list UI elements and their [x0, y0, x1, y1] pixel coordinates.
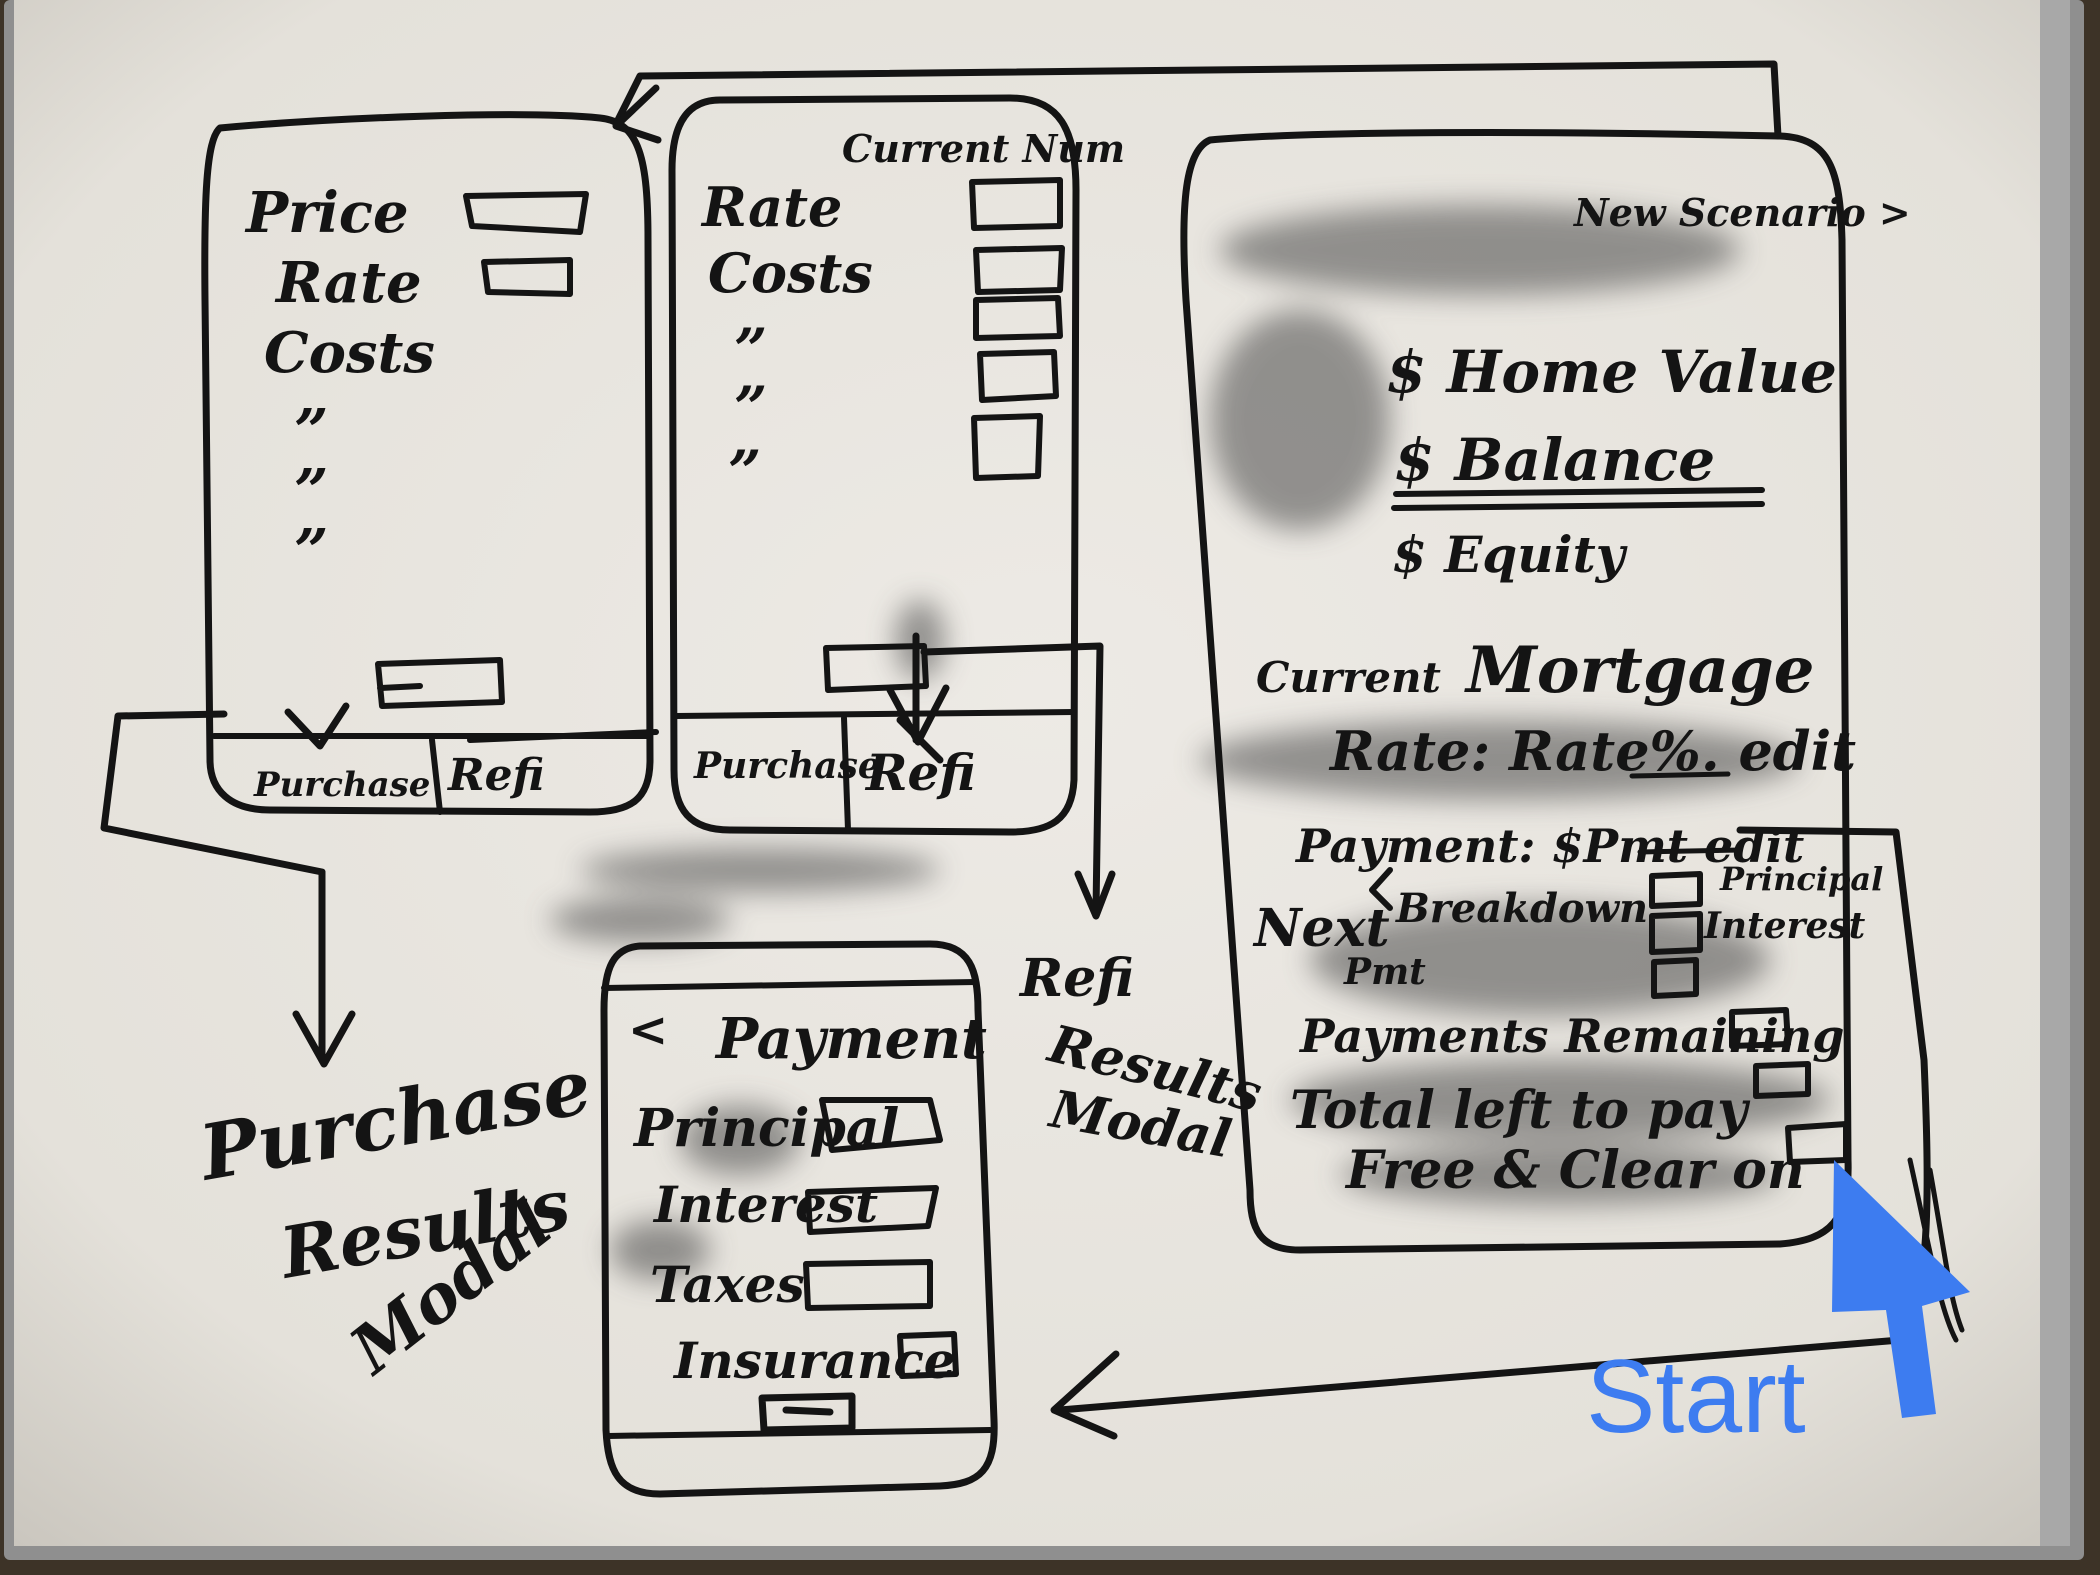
refi-input-1 [969, 177, 1063, 231]
balance-underline [1393, 487, 1765, 497]
total-left-value [1753, 1061, 1811, 1099]
rate-edit-underline [1629, 771, 1731, 779]
rate-row: Rate: Rate%. edit [1328, 719, 1856, 783]
refi-input-4 [977, 349, 1059, 403]
payment-modal-back: < [628, 1002, 668, 1058]
payment-modal-button [758, 1392, 856, 1434]
payment-interest-input [805, 1185, 939, 1235]
payment-modal-title: Payment [714, 1006, 987, 1072]
refi-flow-arrow [920, 642, 1116, 920]
purchase-price-input [463, 191, 589, 235]
scenario-return-arrow [612, 60, 1782, 144]
payment-expand-chevron [1369, 867, 1393, 911]
refi-field-rate: Rate [700, 175, 842, 239]
home-value-label: $ Home Value [1386, 338, 1837, 406]
new-scenario-link: New Scenario > [1573, 190, 1911, 235]
purchase-field-price: Price [244, 180, 409, 246]
refi-form-sketch: Current Num Rate Costs ” ” ” Purchase Re… [668, 94, 1125, 836]
principal-checkbox [1649, 871, 1703, 909]
payment-field-insurance: Insurance [672, 1331, 956, 1390]
refi-input-5 [971, 413, 1043, 481]
payment-taxes-input [803, 1259, 933, 1311]
equity-label: $ Equity [1392, 525, 1628, 584]
purchase-ditto-1: ” [294, 397, 329, 467]
dashboard-sketch: New Scenario > $ Home Value $ Balance $ … [1180, 129, 1911, 1254]
total-left-label: Total left to pay [1290, 1080, 1751, 1141]
purchase-field-rate: Rate [274, 250, 422, 316]
purchase-flow-arrow [100, 710, 356, 1068]
refi-tab-purchase: Purchase [693, 745, 881, 787]
refi-tabbar-divider [673, 709, 1077, 719]
start-indicator: Start [1586, 1160, 1970, 1455]
payment-modal-footer-line [605, 1427, 993, 1439]
balance-label: $ Balance [1394, 426, 1715, 494]
payments-remaining-value [1729, 1007, 1791, 1049]
breakdown-checkbox-3 [1651, 957, 1699, 999]
refi-ditto-1: ” [734, 316, 767, 384]
purchase-tab-divider [429, 737, 443, 815]
payment-row: Payment: $Pmt edit [1294, 819, 1804, 873]
payment-edit-underline [1637, 847, 1743, 855]
interest-checkbox [1649, 911, 1703, 955]
current-mortgage-label: Current [1256, 653, 1441, 702]
payment-field-interest: Interest [652, 1175, 878, 1234]
payment-insurance-input [897, 1331, 959, 1379]
refi-tab-divider [841, 715, 851, 833]
purchase-ditto-2: ” [294, 457, 329, 527]
purchase-rate-input [481, 257, 573, 297]
refi-header-current-num: Current Num [842, 126, 1125, 171]
equity-divider [1391, 501, 1765, 511]
free-clear-label: Free & Clear on [1344, 1140, 1805, 1201]
payments-remaining-label: Payments Remaining [1298, 1009, 1844, 1063]
payment-modal-header-line [601, 979, 979, 991]
start-label: Start [1586, 1339, 1806, 1455]
refi-down-arrow [886, 632, 950, 764]
purchase-tab-refi: Refi [446, 750, 545, 801]
purchase-tab-purchase: Purchase [253, 765, 430, 805]
purchase-down-chevron [284, 702, 350, 750]
refi-field-costs: Costs [708, 241, 873, 305]
refi-input-3 [973, 295, 1063, 341]
purchase-form-sketch: Price Rate Costs ” ” ” Purchase Refi [201, 111, 659, 816]
principal-label: Principal [1719, 860, 1883, 898]
purchase-ditto-3: ” [294, 517, 329, 587]
refi-submit-button [823, 643, 929, 693]
payment-field-taxes: Taxes [650, 1255, 805, 1314]
refi-ditto-3: ” [728, 438, 761, 506]
breakdown-label: Breakdown [1395, 885, 1648, 932]
payment-modal-sketch: < Payment Principal Interest Taxes Insur… [600, 940, 998, 1498]
start-arrow-icon [1832, 1160, 1970, 1418]
purchase-submit-button [375, 657, 505, 709]
refi-input-2 [973, 245, 1065, 295]
refi-tab-refi: Refi [864, 743, 976, 802]
next-pmt-line1: Next [1252, 898, 1390, 959]
free-clear-value [1785, 1121, 1849, 1165]
refi-ditto-2: ” [734, 374, 767, 442]
next-pmt-line2: Pmt [1343, 951, 1426, 993]
current-mortgage-title: Mortgage [1464, 633, 1815, 708]
refi-results-line1: Refi [1018, 948, 1134, 1009]
purchase-field-costs: Costs [264, 320, 435, 386]
interest-label: Interest [1703, 905, 1866, 947]
payment-principal-input [819, 1097, 943, 1153]
